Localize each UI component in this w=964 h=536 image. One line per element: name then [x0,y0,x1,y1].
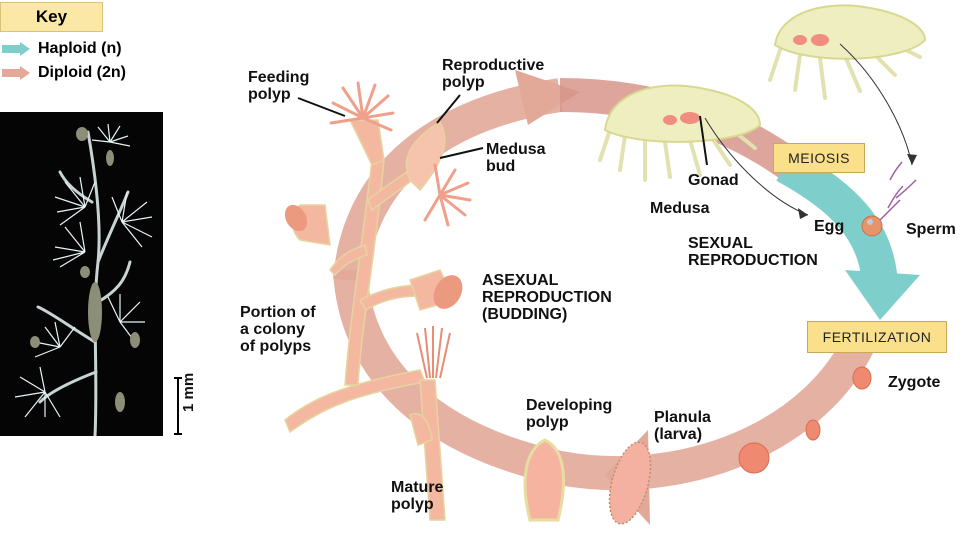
feeding-polyp-pointer [297,97,346,117]
haploid-arrowhead [845,270,920,320]
gonad [680,112,700,124]
budding-polyp-head [433,275,463,309]
egg-cell [861,215,883,237]
planula-label: Planula (larva) [654,409,711,443]
haploid-arrow-icon [2,42,30,56]
medusa-label: Medusa [650,200,710,217]
egg-arrow [704,117,809,216]
haploid-arrow [776,149,898,291]
medusa-bud-label: Medusa bud [486,141,546,175]
feeding-polyp-label: Feeding polyp [248,69,310,103]
sperm-arrow [839,43,913,166]
two-cell-embryo [805,419,821,441]
polyp-colony [284,119,457,521]
scale-bar-line [174,377,182,435]
key-label-haploid: Haploid (n) [38,40,122,57]
diploid-arrowhead-top [515,70,580,125]
medusa-1 [598,126,757,182]
gonad-label: Gonad [688,172,739,189]
meiosis-label: MEIOSIS [773,143,865,173]
gonad-pointer [699,115,708,166]
medusa-bell-1 [603,84,762,143]
sperm-cells [879,161,917,221]
reproductive-polyp-pointer [436,94,461,124]
hydroid-colony-image [14,123,153,436]
key-item-diploid: Diploid (2n) [2,64,126,82]
planula-larva [608,441,652,525]
sperm-label: Sperm [906,221,956,238]
colony-photo [0,112,163,436]
budding-polyp-left [284,204,308,232]
medusa-bell-2 [773,4,927,60]
tentacles-feeding [329,81,472,227]
zygote [852,366,872,390]
colony-portion-label: Portion of a colony of polyps [240,304,316,355]
egg-label: Egg [814,218,845,235]
fertilization-label: FERTILIZATION [807,321,947,353]
mature-polyp-tentacles [416,326,451,379]
developing-polyp-label: Developing polyp [526,397,613,431]
medusa-bud-pointer [439,147,484,159]
asexual-reproduction-label: ASEXUAL REPRODUCTION (BUDDING) [482,272,612,323]
diploid-arrow-icon [2,66,30,80]
key-item-haploid: Haploid (n) [2,40,122,58]
sexual-reproduction-label: SEXUAL REPRODUCTION [688,235,818,269]
zygote-label: Zygote [888,374,941,391]
medusa-2 [768,40,922,100]
key-label-diploid: Diploid (2n) [38,64,126,81]
scale-bar [173,377,183,440]
developing-polyp [523,438,566,522]
key-title: Key [0,2,103,32]
morula [738,442,770,474]
mature-polyp-label: Mature polyp [391,479,444,513]
reproductive-polyp-label: Reproductive polyp [442,57,545,91]
